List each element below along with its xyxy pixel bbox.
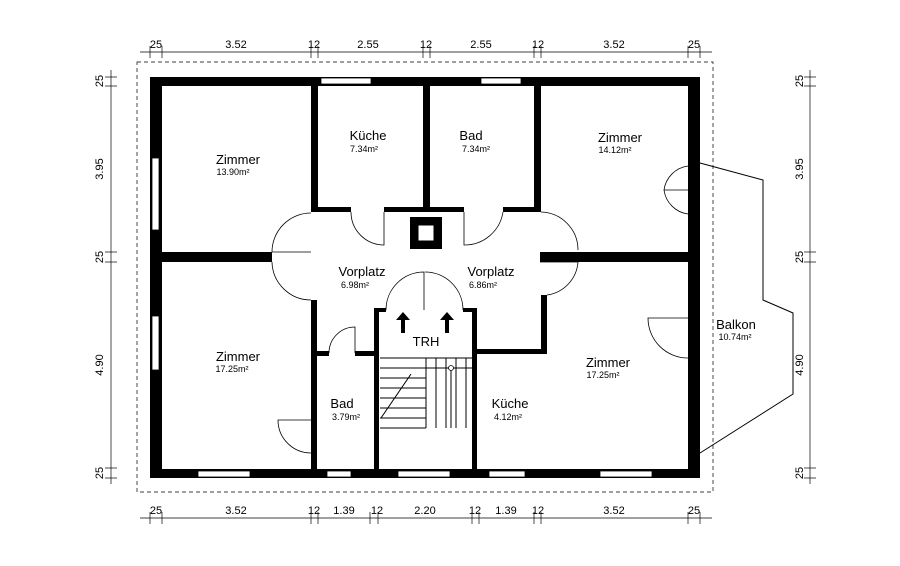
dimension-lines (105, 46, 816, 524)
dim-left-3: 4.90 (94, 354, 106, 375)
dims-left: 25 3.95 25 4.90 25 (94, 75, 106, 479)
window-left-lower (151, 315, 160, 371)
room-name-bad-top: Bad (459, 128, 482, 143)
room-labels: Zimmer 13.90m² Küche 7.34m² Bad 7.34m² Z… (215, 128, 755, 422)
room-area-vorplatz-left: 6.98m² (341, 280, 369, 290)
doors (271, 165, 689, 454)
dim-bottom-5: 2.20 (414, 505, 435, 517)
room-name-kueche-bottom: Küche (492, 396, 529, 411)
dim-top-2: 12 (308, 39, 320, 51)
chimney-icon (417, 224, 435, 242)
dim-bottom-4: 12 (371, 505, 383, 517)
dim-bottom-0: 25 (150, 505, 162, 517)
dim-bottom-2: 12 (308, 505, 320, 517)
staircase (380, 357, 472, 429)
dim-right-0: 25 (794, 75, 806, 87)
dim-top-4: 12 (420, 39, 432, 51)
dim-left-2: 25 (94, 251, 106, 263)
room-area-zimmer-top-left: 13.90m² (216, 167, 249, 177)
room-name-zimmer-top-right: Zimmer (598, 130, 643, 145)
dims-right: 25 3.95 25 4.90 25 (794, 75, 806, 479)
dim-top-1: 3.52 (225, 39, 246, 51)
room-name-bad-bottom: Bad (330, 396, 353, 411)
window-left-upper (151, 157, 160, 231)
dims-bottom: 25 3.52 12 1.39 12 2.20 12 1.39 12 3.52 … (150, 505, 700, 517)
up-arrow-icon (440, 312, 454, 333)
room-area-zimmer-bottom-left: 17.25m² (215, 364, 248, 374)
dims-top: 25 3.52 12 2.55 12 2.55 12 3.52 25 (150, 39, 700, 51)
dim-top-8: 25 (688, 39, 700, 51)
room-name-zimmer-top-left: Zimmer (216, 152, 261, 167)
dim-bottom-7: 1.39 (495, 505, 516, 517)
dim-bottom-8: 12 (532, 505, 544, 517)
dim-top-7: 3.52 (603, 39, 624, 51)
dim-bottom-6: 12 (469, 505, 481, 517)
dim-left-4: 25 (94, 467, 106, 479)
window-bottom-kueche (488, 470, 526, 478)
dim-bottom-10: 25 (688, 505, 700, 517)
window-bottom-zimmer-left (197, 470, 251, 478)
outline-dashed (136, 61, 714, 493)
dim-top-5: 2.55 (470, 39, 491, 51)
room-area-kueche-bottom: 4.12m² (494, 412, 522, 422)
window-top-kueche (320, 77, 372, 85)
dim-right-1: 3.95 (794, 158, 806, 179)
room-area-balkon: 10.74m² (718, 332, 751, 342)
dim-top-3: 2.55 (357, 39, 378, 51)
dim-top-6: 12 (532, 39, 544, 51)
room-area-zimmer-top-right: 14.12m² (598, 145, 631, 155)
window-top-bad (480, 77, 522, 85)
dim-bottom-9: 3.52 (603, 505, 624, 517)
room-name-zimmer-bottom-left: Zimmer (216, 349, 261, 364)
dim-top-0: 25 (150, 39, 162, 51)
dim-bottom-3: 1.39 (333, 505, 354, 517)
stair-arrows (396, 312, 454, 333)
room-name-kueche-top: Küche (350, 128, 387, 143)
room-area-vorplatz-right: 6.86m² (469, 280, 497, 290)
room-name-zimmer-bottom-right: Zimmer (586, 355, 631, 370)
dim-left-0: 25 (94, 75, 106, 87)
dim-right-3: 4.90 (794, 354, 806, 375)
room-name-vorplatz-left: Vorplatz (339, 264, 386, 279)
window-bottom-bad (326, 470, 352, 478)
dim-right-4: 25 (794, 467, 806, 479)
up-arrow-icon (396, 312, 410, 333)
room-area-zimmer-bottom-right: 17.25m² (586, 370, 619, 380)
room-area-bad-bottom: 3.79m² (332, 412, 360, 422)
balcony-outline (699, 162, 794, 454)
room-area-bad-top: 7.34m² (462, 144, 490, 154)
room-area-kueche-top: 7.34m² (350, 144, 378, 154)
room-name-vorplatz-right: Vorplatz (468, 264, 515, 279)
room-name-balkon: Balkon (716, 317, 756, 332)
dim-right-2: 25 (794, 251, 806, 263)
stair-label: TRH (413, 334, 440, 349)
dim-left-1: 3.95 (94, 158, 106, 179)
window-bottom-stair (397, 470, 451, 478)
dim-bottom-1: 3.52 (225, 505, 246, 517)
windows (151, 77, 653, 478)
window-bottom-zimmer-right (599, 470, 653, 478)
